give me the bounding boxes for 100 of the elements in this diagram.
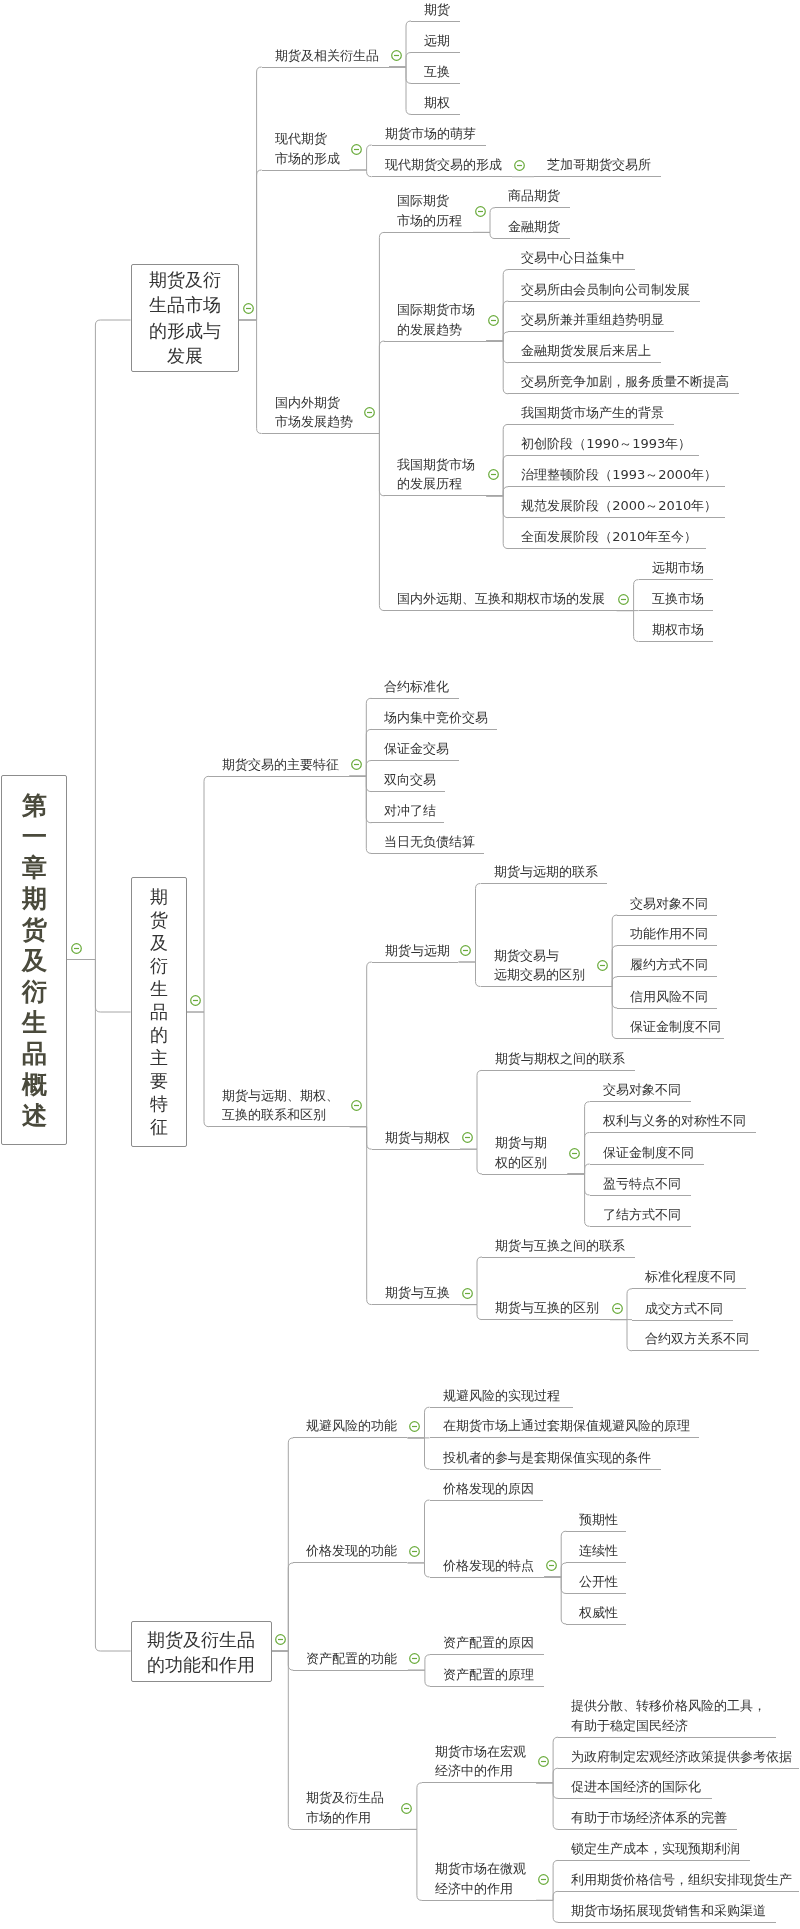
connector-line [485,340,509,395]
topic-label: 商品期货 [495,186,570,209]
topic-label: 盈亏特点不同 [589,1173,691,1196]
topic-box: 期货及衍生品的功能和作用 [130,1621,272,1682]
topic-label: 保证金制度不同 [617,1017,725,1040]
connector-line [472,231,496,240]
topic-label: 交易对象不同 [589,1080,691,1103]
connector-line [349,1126,373,1306]
topic-label: 对冲了结 [371,801,444,824]
topic-label: 双向交易 [371,770,446,793]
topic-box: 期货及衍生品的主要特征 [130,876,187,1147]
topic-label: 现代期货交易的形成 [371,155,512,178]
topic-label: 期货交易与远期交易的区别 [480,945,596,987]
topic-label: 提供分散、转移价格风险的工具，有助于稳定国民经济 [558,1696,777,1738]
connector-line [348,775,372,854]
connector-line [543,1576,567,1625]
connector-line [458,961,481,987]
connector-line [594,986,618,1040]
connector-line [567,1173,591,1227]
topic-label: 履约方式不同 [617,955,717,978]
topic-label: 在期货市场上通过套期保值规避风险的原理 [429,1416,699,1439]
topic-label: 国内外远期、互换和期权市场的发展 [384,589,617,612]
topic-label: 规范发展阶段（2000～2010年） [508,496,726,519]
topic-label: 期货与远期的联系 [480,862,607,884]
topic-label: 远期市场 [638,558,714,581]
topic-label: 交易所由会员制向公司制发展 [508,279,700,302]
connector-line [407,1669,431,1687]
connector-line [349,169,373,178]
connector-line [459,1148,483,1175]
topic-label: 期货与期权的区别 [482,1133,568,1175]
connector-line [388,66,412,115]
topic-label: 资产配置的原理 [429,1664,544,1687]
topic-label: 期货与期权 [371,1127,460,1150]
topic-label: 合约双方关系不同 [632,1329,759,1352]
topic-label: 全面发展阶段（2010年至今） [508,527,707,550]
topic-label: 互换市场 [638,589,714,612]
connector-line [616,610,640,642]
topic-label: 期货及衍生品市场的作用 [293,1788,400,1830]
topic-label: 期货与互换 [371,1283,460,1306]
topic-label: 预期性 [566,1509,627,1532]
topic-label: 资产配置的功能 [293,1648,408,1671]
topic-label: 标准化程度不同 [632,1267,746,1290]
topic-label: 我国期货市场产生的背景 [508,402,674,425]
root-topic-box: 第一章期货及衍生品概述 [1,775,67,1145]
topic-label: 促进本国经济的国际化 [558,1776,712,1799]
topic-label: 期货与远期、期权、互换的联系和区别 [209,1085,350,1128]
topic-label: 利用期货价格信号，组织安排现货生产 [558,1869,799,1892]
topic-label: 国际期货市场的历程 [384,191,473,233]
topic-label: 了结方式不同 [589,1204,691,1227]
topic-label: 现代期货市场的形成 [261,129,350,171]
topic-label: 期货市场的萌芽 [371,123,486,146]
topic-label: 金融期货发展后来居上 [508,341,661,364]
topic-label: 合约标准化 [371,676,459,699]
topic-label: 保证金制度不同 [589,1142,704,1165]
topic-label: 有助于市场经济体系的完善 [558,1807,738,1830]
connector-line [399,1828,423,1901]
topic-label: 国际期货市场的发展趋势 [384,300,487,342]
topic-label: 信用风险不同 [617,986,717,1009]
topic-label: 场内集中竞价交易 [371,707,498,730]
topic-label: 金融期货 [495,217,570,240]
connector-line [511,176,535,178]
topic-label: 期货市场拓展现货销售和采购渠道 [558,1900,777,1923]
connector-line [535,1782,559,1830]
connector-line [407,1437,430,1470]
connector-line [361,433,385,612]
topic-label: 公开性 [566,1572,627,1594]
topic-label: 期货与期权之间的联系 [482,1048,636,1071]
topic-label: 价格发现的特点 [429,1555,545,1578]
topic-label: 价格发现的功能 [293,1541,408,1564]
topic-label: 价格发现的原因 [429,1478,544,1501]
topic-label: 治理整顿阶段（1993～2000年） [508,465,726,488]
connector-line [271,1650,294,1830]
topic-label: 交易所兼并重组趋势明显 [508,310,674,333]
topic-label: 互换 [411,61,460,84]
topic-label: 成交方式不同 [632,1298,734,1321]
topic-label: 规避风险的功能 [293,1416,408,1439]
topic-label: 投机者的参与是套期保值实现的条件 [429,1447,661,1470]
connector-line [609,1319,633,1352]
topic-label: 交易对象不同 [617,893,717,916]
topic-label: 连续性 [566,1541,627,1564]
topic-label: 为政府制定宏观经济政策提供参考依据 [558,1746,799,1769]
topic-label: 初创阶段（1990～1993年） [508,433,699,456]
connector-line [485,495,509,550]
topic-label: 交易中心日益集中 [508,248,635,271]
topic-label: 权威性 [566,1602,627,1625]
connector-line [186,1011,210,1128]
topic-label: 远期 [411,31,460,53]
topic-label: 期货与互换的区别 [482,1298,610,1321]
topic-label: 功能作用不同 [617,924,717,947]
topic-label: 期货 [411,0,460,22]
topic-box: 期货及衍生品市场的形成与发展 [130,263,240,372]
topic-label: 期权 [411,92,460,115]
topic-label: 资产配置的原因 [429,1633,544,1656]
topic-label: 当日无负债结算 [371,831,484,854]
connector-line [238,319,263,434]
topic-label: 国内外期货市场发展趋势 [261,392,363,434]
topic-label: 期权市场 [638,620,714,642]
topic-label: 期货交易的主要特征 [209,754,350,777]
connector-line [535,1899,559,1923]
topic-label: 期货市场在微观经济中的作用 [421,1859,537,1901]
